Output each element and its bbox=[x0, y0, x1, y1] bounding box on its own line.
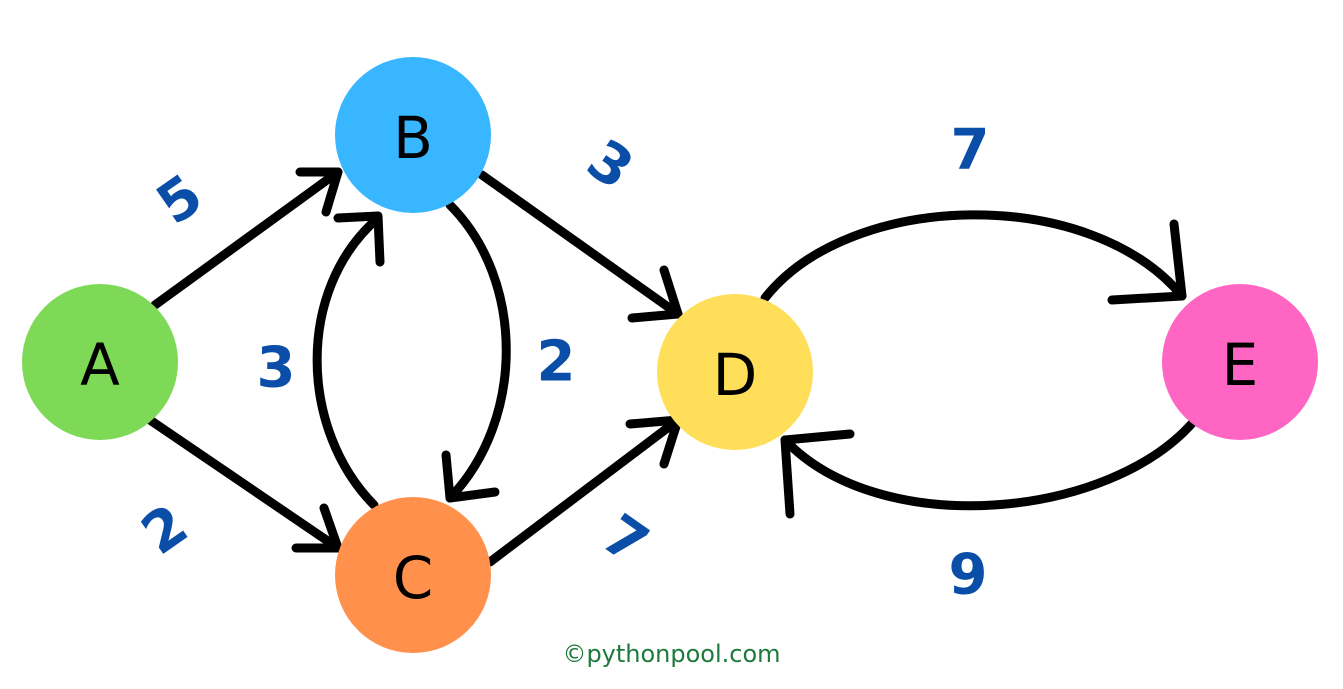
node-label: E bbox=[1222, 331, 1259, 399]
watermark: ©pythonpool.com bbox=[562, 640, 781, 668]
edge-a-b bbox=[150, 167, 343, 310]
edge-c-b bbox=[312, 211, 385, 510]
node-label: D bbox=[713, 341, 758, 409]
node-a: A bbox=[22, 284, 178, 440]
edge-a-c bbox=[145, 415, 343, 553]
weight-a-c: 2 bbox=[130, 492, 199, 568]
weight-c-d: 7 bbox=[590, 502, 659, 578]
node-label: A bbox=[80, 331, 120, 399]
edge-b-c bbox=[441, 200, 511, 503]
weight-e-d: 9 bbox=[949, 543, 988, 608]
node-label: C bbox=[393, 544, 434, 612]
node-b: B bbox=[335, 57, 491, 213]
edge-c-d bbox=[485, 415, 683, 567]
node-label: B bbox=[393, 104, 433, 172]
edge-d-e bbox=[760, 210, 1187, 305]
weight-b-d: 3 bbox=[575, 127, 644, 203]
weight-d-e: 7 bbox=[951, 118, 990, 183]
node-e: E bbox=[1162, 284, 1318, 440]
node-d: D bbox=[657, 294, 813, 450]
node-c: C bbox=[335, 497, 491, 653]
edge-e-d bbox=[780, 415, 1200, 519]
weight-c-b: 3 bbox=[257, 336, 296, 401]
weight-a-b: 5 bbox=[145, 162, 214, 238]
edge-b-d bbox=[477, 170, 683, 323]
weight-b-c: 2 bbox=[537, 330, 576, 395]
